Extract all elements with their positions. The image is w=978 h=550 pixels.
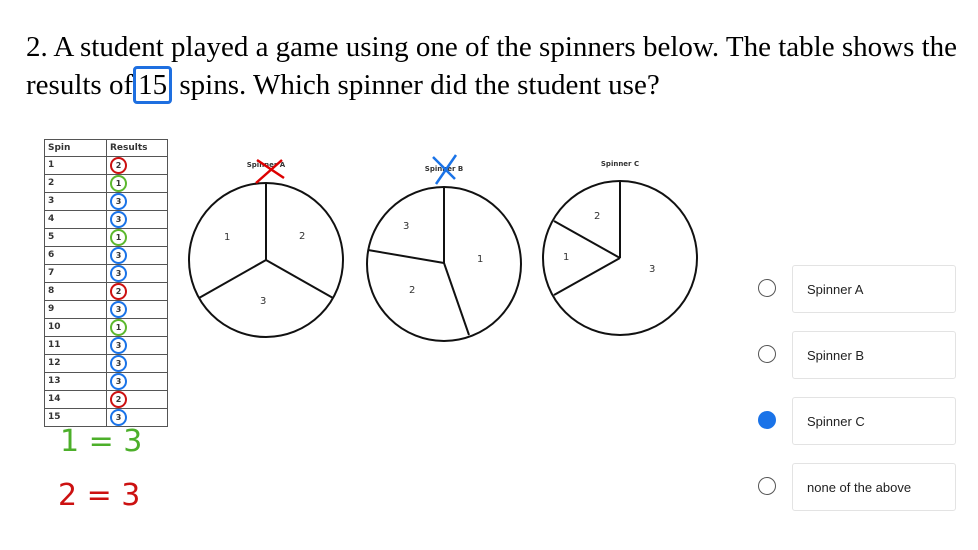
circled-result: 3 xyxy=(110,192,127,210)
svg-text:3: 3 xyxy=(260,296,266,307)
blue-x-mark xyxy=(432,154,458,185)
svg-text:3: 3 xyxy=(649,264,655,275)
svg-text:2: 2 xyxy=(299,231,305,242)
circled-result: 2 xyxy=(110,390,127,408)
circled-result: 3 xyxy=(110,372,127,390)
option-label[interactable]: Spinner C xyxy=(792,397,956,445)
spinner-b: Spinner B 3 1 2 xyxy=(366,154,522,342)
option-label[interactable]: Spinner A xyxy=(792,265,956,313)
spinner-a: Spinner A 1 2 3 xyxy=(188,158,344,338)
spinner-c-title: Spinner C xyxy=(601,160,639,168)
circled-result: 2 xyxy=(110,156,127,174)
svg-text:2: 2 xyxy=(409,285,415,296)
circled-result: 3 xyxy=(110,300,127,318)
radio-button[interactable] xyxy=(758,477,776,495)
circled-result: 3 xyxy=(110,264,127,282)
red-x-mark xyxy=(255,158,285,184)
circled-result: 3 xyxy=(110,246,127,264)
svg-text:1: 1 xyxy=(477,254,483,265)
question-text: 2. A student played a game using one of … xyxy=(26,28,966,104)
option-label[interactable]: none of the above xyxy=(792,463,956,511)
option-label[interactable]: Spinner B xyxy=(792,331,956,379)
answer-option[interactable]: none of the above xyxy=(758,463,958,511)
circled-result: 1 xyxy=(110,318,127,336)
answer-option[interactable]: Spinner A xyxy=(758,265,958,313)
circled-result: 3 xyxy=(110,354,127,372)
spinner-c: Spinner C 2 1 3 xyxy=(542,160,698,336)
note-ones: 1 = 3 xyxy=(60,424,143,459)
svg-text:1: 1 xyxy=(563,252,569,263)
answer-option[interactable]: Spinner C xyxy=(758,397,958,445)
note-twos: 2 = 3 xyxy=(58,478,141,513)
svg-text:2: 2 xyxy=(594,211,600,222)
circled-result: 3 xyxy=(110,210,127,228)
radio-button[interactable] xyxy=(758,411,776,429)
circled-result: 3 xyxy=(110,336,127,354)
annotation-box: 15 xyxy=(133,66,173,104)
circled-result: 1 xyxy=(110,228,127,246)
answer-option[interactable]: Spinner B xyxy=(758,331,958,379)
svg-text:3: 3 xyxy=(403,221,409,232)
svg-text:1: 1 xyxy=(224,232,230,243)
circled-result: 3 xyxy=(110,408,127,426)
radio-button[interactable] xyxy=(758,279,776,297)
radio-button[interactable] xyxy=(758,345,776,363)
circled-result: 1 xyxy=(110,174,127,192)
circled-result: 2 xyxy=(110,282,127,300)
